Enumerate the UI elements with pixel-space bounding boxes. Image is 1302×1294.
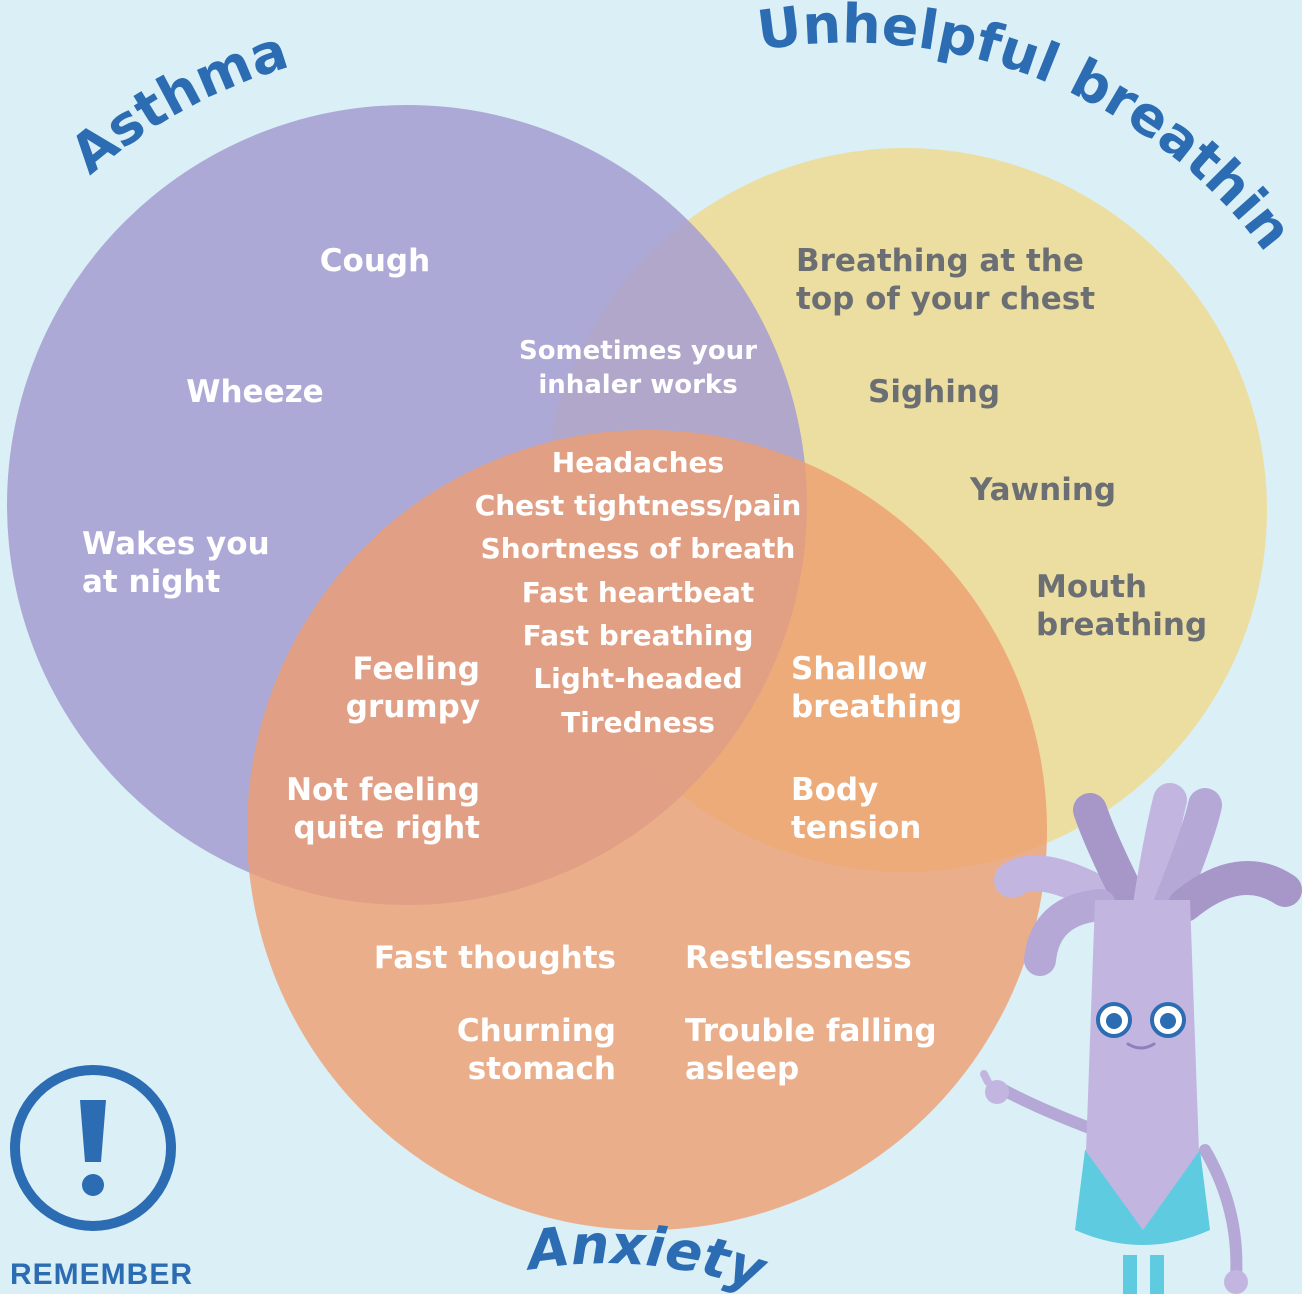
exclamation-icon	[15, 1070, 171, 1226]
label-cough: Cough	[290, 242, 460, 280]
label-fast-thoughts: Fast thoughts	[336, 939, 616, 977]
center-symptom: Tiredness	[458, 701, 818, 744]
center-symptom: Headaches	[458, 441, 818, 484]
label-wheeze: Wheeze	[160, 373, 350, 411]
label-sighing: Sighing	[868, 373, 1068, 411]
center-symptom: Fast breathing	[458, 614, 818, 657]
label-churning-stomach: Churning stomach	[376, 1012, 616, 1088]
label-feeling-grumpy: Feeling grumpy	[240, 650, 480, 726]
label-body-tension: Body tension	[791, 771, 1031, 847]
center-symptom: Shortness of breath	[458, 527, 818, 570]
label-top-of-chest: Breathing at the top of your chest	[796, 242, 1136, 318]
mascot-character-icon	[984, 800, 1285, 1294]
remember-label: REMEMBER	[10, 1258, 193, 1292]
center-symptom: Light-headed	[458, 657, 818, 700]
label-inhaler-works: Sometimes your inhaler works	[488, 334, 788, 402]
center-symptom: Chest tightness/pain	[458, 484, 818, 527]
center-symptom: Fast heartbeat	[458, 571, 818, 614]
label-trouble-sleeping: Trouble falling asleep	[685, 1012, 965, 1088]
label-yawning: Yawning	[970, 471, 1170, 509]
label-mouth-breathing: Mouth breathing	[1036, 568, 1236, 644]
label-not-feeling-right: Not feeling quite right	[240, 771, 480, 847]
label-wakes-at-night: Wakes you at night	[82, 525, 322, 601]
label-restlessness: Restlessness	[685, 939, 965, 977]
label-shallow-breathing: Shallow breathing	[791, 650, 1031, 726]
